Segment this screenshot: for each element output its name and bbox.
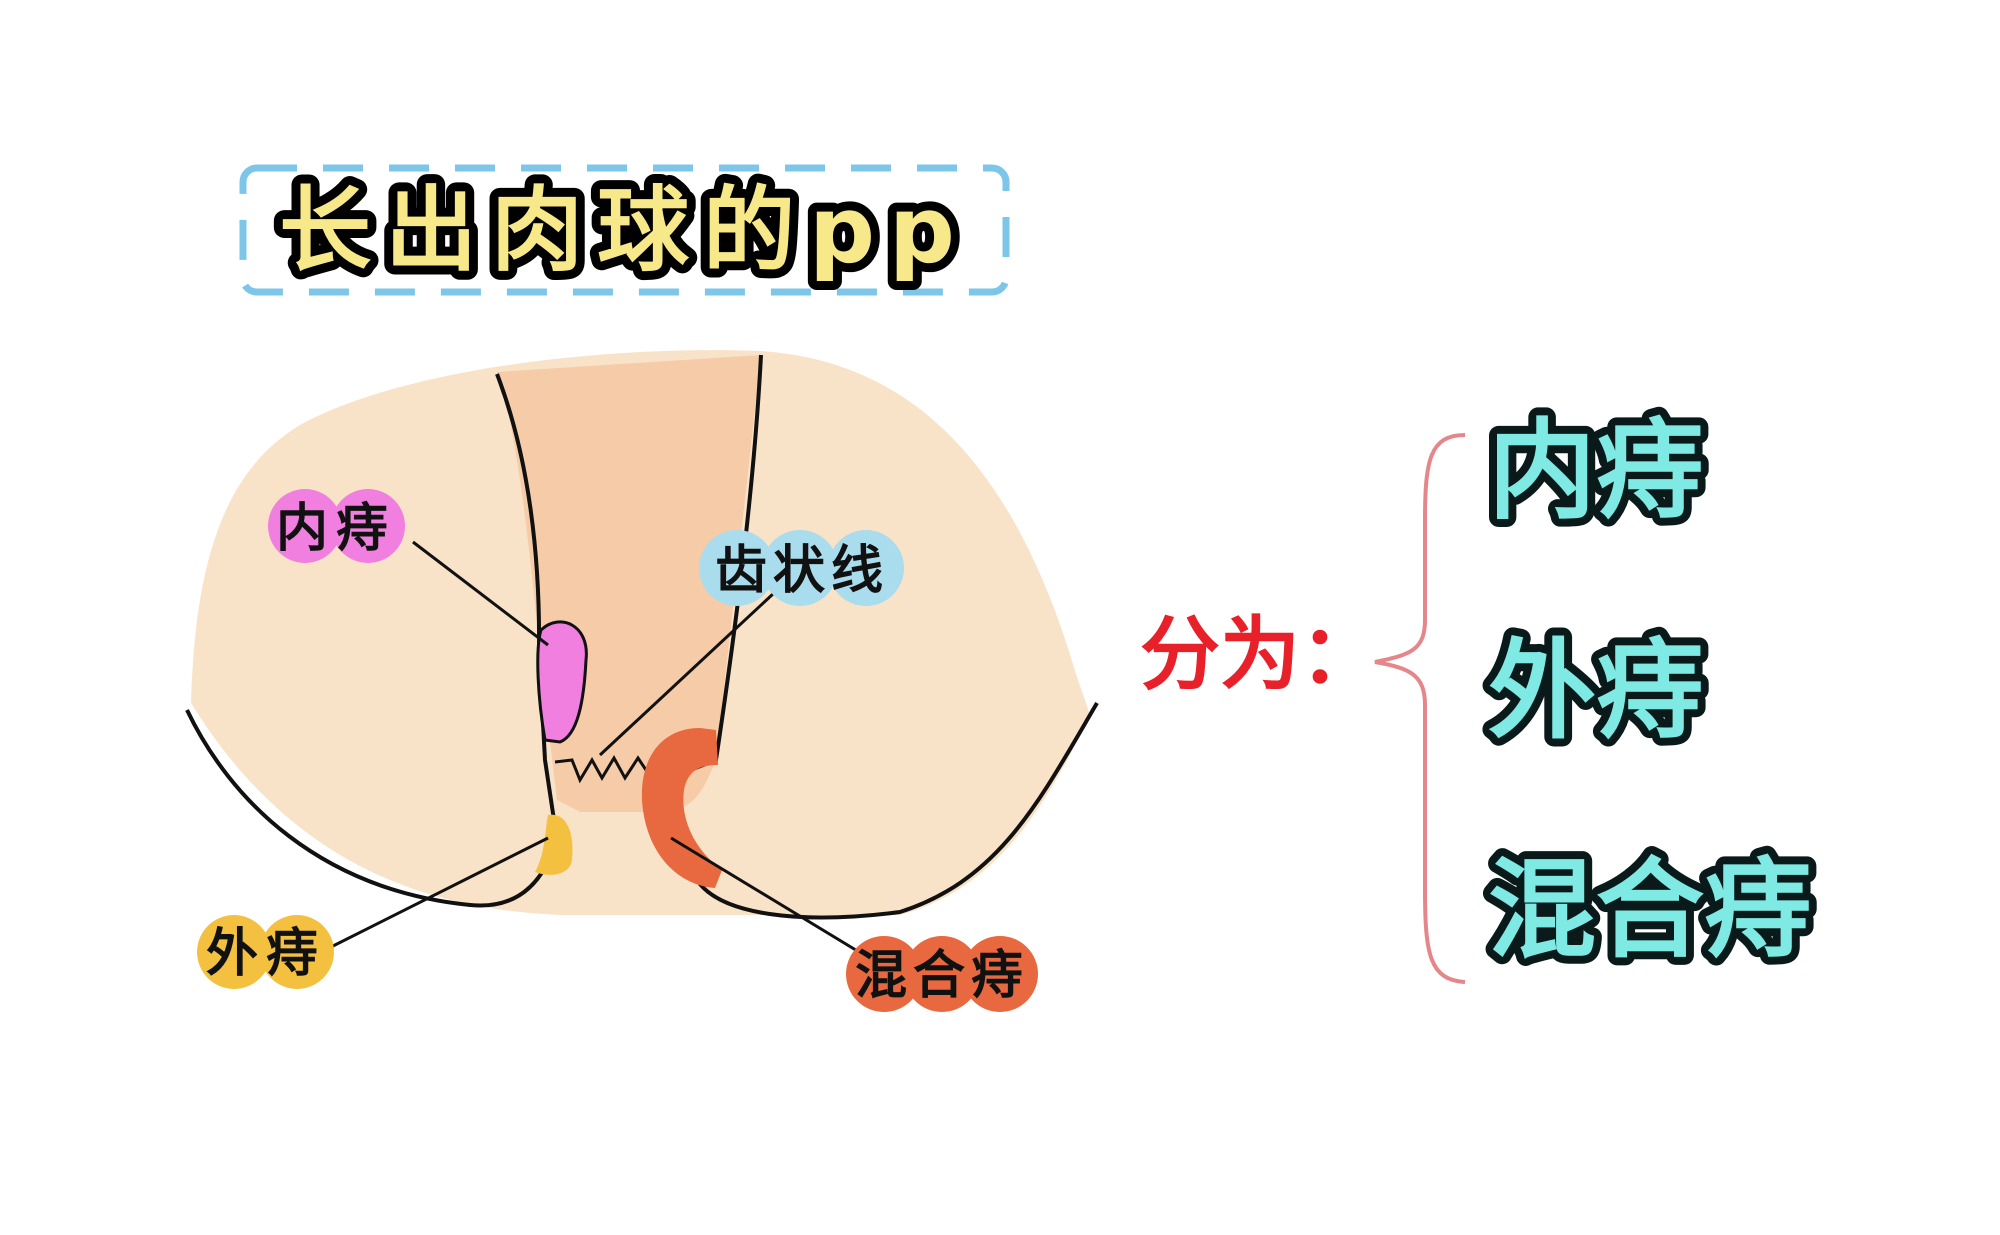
leader-mixed bbox=[670, 836, 865, 957]
svg-text:齿状线: 齿状线 bbox=[715, 541, 889, 601]
classification-prefix: 分为： bbox=[1140, 608, 1380, 701]
right-cheek-outline bbox=[695, 701, 1099, 920]
brace bbox=[1374, 433, 1466, 984]
classification-item-external: 外痔 bbox=[1488, 629, 1704, 754]
classification-item-mixed: 混合痔 bbox=[1488, 848, 1812, 973]
classification-item-internal: 内痔 bbox=[1488, 409, 1704, 534]
external-hemorrhoid bbox=[535, 814, 573, 875]
svg-text:混合痔: 混合痔 bbox=[855, 946, 1029, 1006]
left-cheek-outline bbox=[185, 709, 559, 908]
page-title: 长出肉球的pp bbox=[279, 177, 969, 284]
label-external: 外痔 bbox=[197, 915, 334, 989]
internal-hemorrhoid bbox=[536, 620, 588, 744]
label-internal: 内痔 bbox=[268, 489, 405, 563]
svg-text:内痔: 内痔 bbox=[276, 499, 396, 559]
leader-internal bbox=[412, 540, 549, 647]
title-dashed-frame bbox=[239, 164, 1010, 296]
leader-external bbox=[328, 836, 549, 950]
svg-text:外痔: 外痔 bbox=[206, 924, 326, 984]
mixed-hemorrhoid bbox=[641, 728, 722, 888]
label-dentate-line: 齿状线 bbox=[699, 530, 904, 606]
leader-dentate bbox=[598, 591, 776, 757]
label-mixed: 混合痔 bbox=[846, 936, 1038, 1012]
